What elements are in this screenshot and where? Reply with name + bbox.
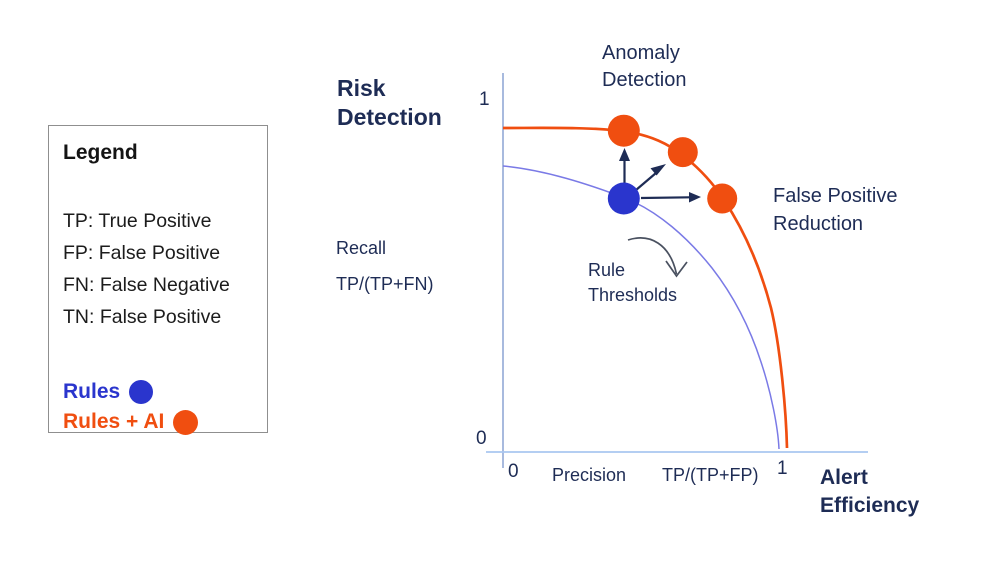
legend-series-rules-ai: Rules + AI [63,407,253,437]
improvement-arrows [619,148,701,203]
arrow-right-head [689,192,701,203]
legend-box: Legend TP: True Positive FP: False Posit… [48,125,268,435]
arrow-up-head [619,148,630,161]
x-axis-tick-0: 0 [508,461,519,482]
legend-abbreviations: TP: True Positive FP: False Positive FN:… [63,205,253,333]
legend-title: Legend [63,141,138,164]
legend-abbr-tn: TN: False Positive [63,306,222,328]
legend-abbr-tp: TP: True Positive [63,210,212,232]
rules-ai-circle-icon [173,409,199,435]
x-axis-tick-1: 1 [777,458,788,479]
rules-ai-data-point-2 [667,137,698,168]
y-axis-title: Risk Detection [337,75,442,130]
false-positive-reduction-annotation: False Positive Reduction [773,185,898,235]
legend-series: Rules Rules + AI [63,377,253,437]
legend-series-rules-label: Rules [63,380,121,403]
legend-abbr-fp: FP: False Positive [63,242,221,264]
rule-thresholds-arrow [627,237,688,278]
rule-thresholds-arrow-curve [627,237,678,275]
x-axis-label: Precision [552,465,627,485]
legend-series-rules-ai-label: Rules + AI [63,410,165,433]
rules-curve [502,165,780,450]
x-axis-formula: TP/(TP+FP) [662,465,759,485]
y-axis-label: Recall [336,238,387,258]
rules-ai-data-point-3 [707,183,738,214]
data-points-layer [607,114,738,215]
arrow-diagonal-head [650,164,666,176]
rules-ai-data-point-1 [607,114,640,147]
legend-series-rules: Rules [63,377,253,407]
rules-circle-icon [129,380,154,404]
y-axis-formula: TP/(TP+FN) [336,274,434,294]
x-axis-title: Alert Efficiency [820,466,920,517]
rule-thresholds-arrow-head [665,260,688,278]
rules-ai-curve [502,126,789,449]
y-axis-tick-1: 1 [479,89,490,110]
rules-data-point [607,182,640,215]
rule-thresholds-annotation: Rule Thresholds [588,260,678,305]
arrow-right-shaft [640,196,691,200]
legend-abbr-fn: FN: False Negative [63,274,230,296]
arrow-diagonal-shaft [635,172,657,191]
y-axis-tick-0: 0 [476,428,487,449]
anomaly-detection-annotation: Anomaly Detection [602,42,687,91]
